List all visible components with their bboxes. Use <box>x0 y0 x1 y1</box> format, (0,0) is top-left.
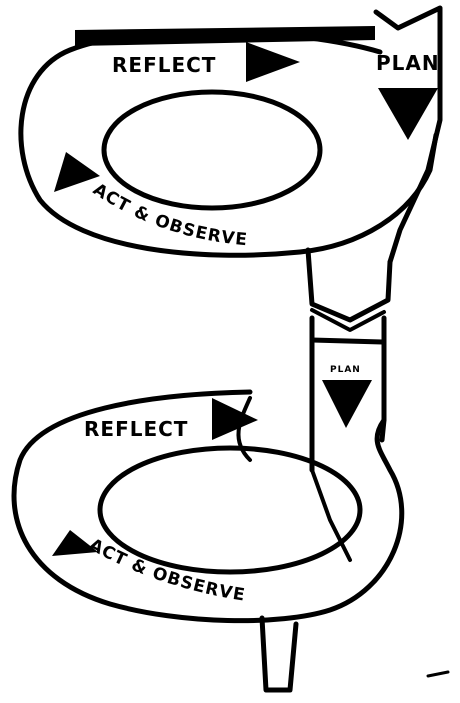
lower-plan-arrow-icon <box>322 380 372 428</box>
lower-reflect-arrow-icon <box>212 398 258 440</box>
upper-reflect-label: REFLECT <box>112 53 216 77</box>
lower-plan-label: PLAN <box>330 365 361 375</box>
upper-descending-ribbon <box>308 250 390 320</box>
lower-reflect-label: REFLECT <box>84 417 188 441</box>
upper-cycle: REFLECT PLAN ACT & OBSERVE <box>21 8 440 330</box>
upper-act-arrow-icon <box>54 152 100 192</box>
lower-cycle: REFLECT PLAN ACT & OBSERVE <box>14 365 402 690</box>
upper-plan-arrow-icon <box>378 88 438 140</box>
upper-ring-outer <box>21 31 436 255</box>
stray-mark <box>428 672 448 676</box>
upper-reflect-arrow-icon <box>246 42 300 82</box>
lower-ring-inner <box>100 448 360 572</box>
upper-plan-label: PLAN <box>376 51 440 75</box>
trunk-top-band <box>312 340 384 342</box>
lower-descending-tail <box>262 618 296 690</box>
upper-ring-inner <box>104 92 320 208</box>
